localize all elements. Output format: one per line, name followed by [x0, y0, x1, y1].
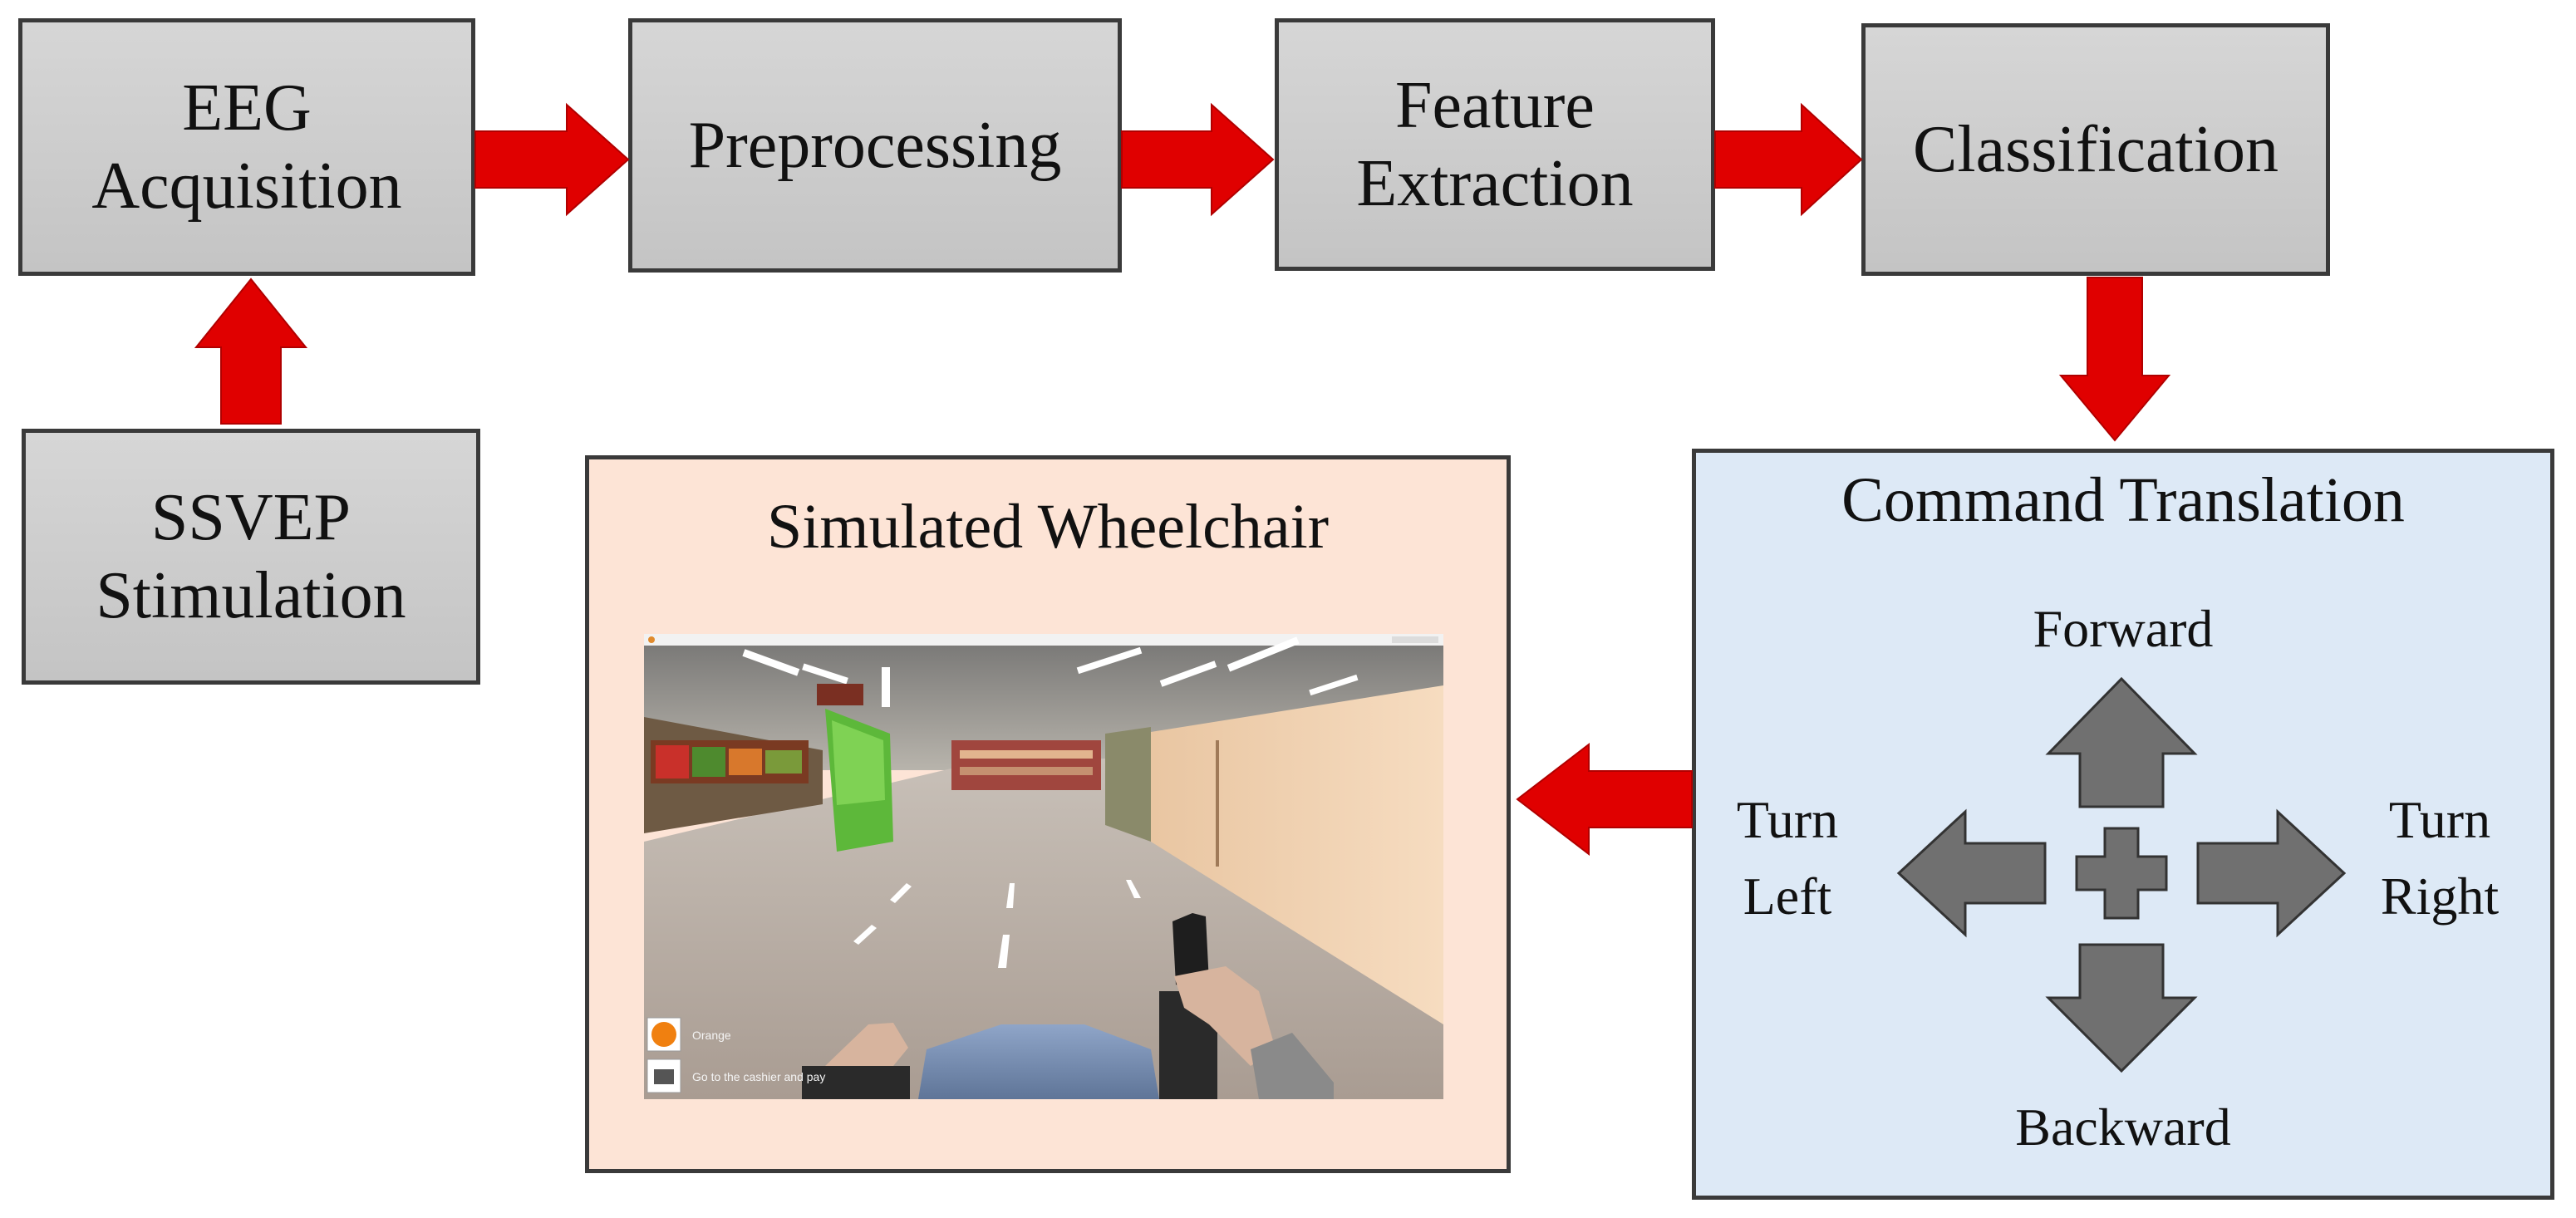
sim-title-bar	[644, 634, 1443, 646]
sim-lane-markings	[853, 880, 1141, 968]
sim-right-shelf	[1105, 727, 1151, 842]
command-translation-panel: Command Translation Forward Backward Tur…	[1692, 449, 2554, 1200]
sim-app-icon	[648, 636, 655, 643]
sim-left-armrest	[802, 1066, 910, 1099]
classification-label: Classification	[1913, 113, 2279, 186]
preprocessing-label: Preprocessing	[688, 109, 1062, 182]
sim-hanging-sign	[817, 684, 863, 705]
wheelchair-simulator-view: Orange Go to the cashier and pay	[644, 634, 1443, 1099]
arrow-eeg-to-preprocessing	[474, 102, 630, 217]
feature-extraction-box: Feature Extraction	[1275, 18, 1715, 271]
turn-right-arrow-icon	[2196, 808, 2347, 938]
backward-arrow-icon	[2045, 943, 2198, 1073]
sim-hud-task-label: Go to the cashier and pay	[692, 1070, 825, 1083]
sim-hud-item-label: Orange	[692, 1029, 731, 1042]
cash-register-icon	[654, 1069, 674, 1084]
direction-pad	[1896, 676, 2347, 1073]
ssvep-stimulation-label: SSVEP Stimulation	[96, 481, 406, 632]
simulated-wheelchair-title: Simulated Wheelchair	[766, 492, 1330, 562]
sim-produce-display	[651, 740, 809, 783]
turn-left-arrow-icon	[1896, 808, 2047, 938]
sim-right-hand	[1174, 966, 1276, 1066]
sim-window-controls	[1392, 636, 1438, 643]
forward-label: Forward	[2033, 599, 2214, 658]
preprocessing-box: Preprocessing	[628, 18, 1122, 273]
arrow-classification-to-command	[2058, 277, 2171, 442]
sim-right-sleeve	[1251, 1033, 1334, 1099]
sim-ceiling-lights	[742, 636, 1359, 707]
sim-far-aisle	[951, 740, 1101, 790]
center-cross-icon	[2075, 827, 2168, 920]
orange-icon	[651, 1022, 676, 1047]
arrow-feature-to-classification	[1714, 102, 1863, 217]
turn-left-label: Turn Left	[1736, 790, 1839, 926]
sim-legs	[918, 1024, 1159, 1099]
arrow-ssvep-to-eeg	[194, 277, 308, 425]
ssvep-stimulation-box: SSVEP Stimulation	[22, 429, 480, 685]
arrow-preprocessing-to-feature	[1121, 102, 1275, 217]
sim-right-wall	[1151, 685, 1443, 1024]
forward-arrow-icon	[2045, 676, 2198, 808]
eeg-acquisition-box: EEG Acquisition	[18, 18, 475, 276]
simulated-wheelchair-panel: Simulated Wheelchair	[585, 455, 1511, 1173]
arrow-command-to-wheelchair	[1516, 742, 1693, 857]
feature-extraction-label: Feature Extraction	[1356, 69, 1634, 220]
command-translation-title: Command Translation	[1841, 465, 2405, 535]
backward-label: Backward	[2015, 1098, 2231, 1157]
classification-box: Classification	[1861, 23, 2330, 276]
turn-right-label: Turn Right	[2380, 790, 2500, 926]
eeg-acquisition-label: EEG Acquisition	[91, 71, 402, 223]
